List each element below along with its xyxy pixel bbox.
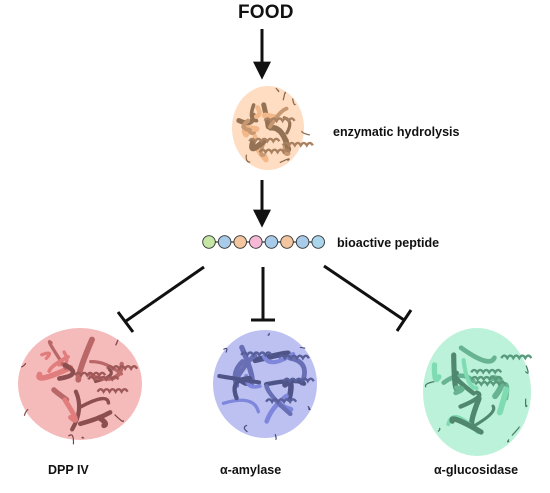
peptide-bead	[280, 235, 294, 249]
protein-ribbon-icon	[232, 86, 314, 170]
inhibition-glucosidase-icon	[323, 264, 413, 332]
glucosidase-label: α-glucosidase	[434, 463, 519, 477]
peptide-label: bioactive peptide	[337, 236, 440, 250]
food-title: FOOD	[238, 2, 294, 23]
peptide-bead	[233, 235, 247, 249]
dpp-iv-protein-icon	[18, 328, 142, 445]
hydrolysis-label: enzymatic hydrolysis	[333, 125, 460, 139]
glucosidase-protein-icon	[423, 328, 533, 456]
peptide-bead	[217, 235, 232, 249]
peptide-bead	[202, 235, 216, 249]
dpp-iv-label: DPP IV	[48, 463, 89, 477]
amylase-protein-icon	[213, 330, 317, 440]
peptide-bead	[311, 235, 325, 249]
inhibition-amylase-icon	[251, 267, 275, 322]
inhibition-dpp-icon	[116, 265, 205, 333]
peptide-bead	[264, 235, 279, 249]
amylase-label: α-amylase	[220, 463, 282, 477]
peptide-bead	[249, 235, 263, 249]
peptide-bead	[295, 235, 310, 249]
peptide-chain-icon	[202, 235, 325, 249]
